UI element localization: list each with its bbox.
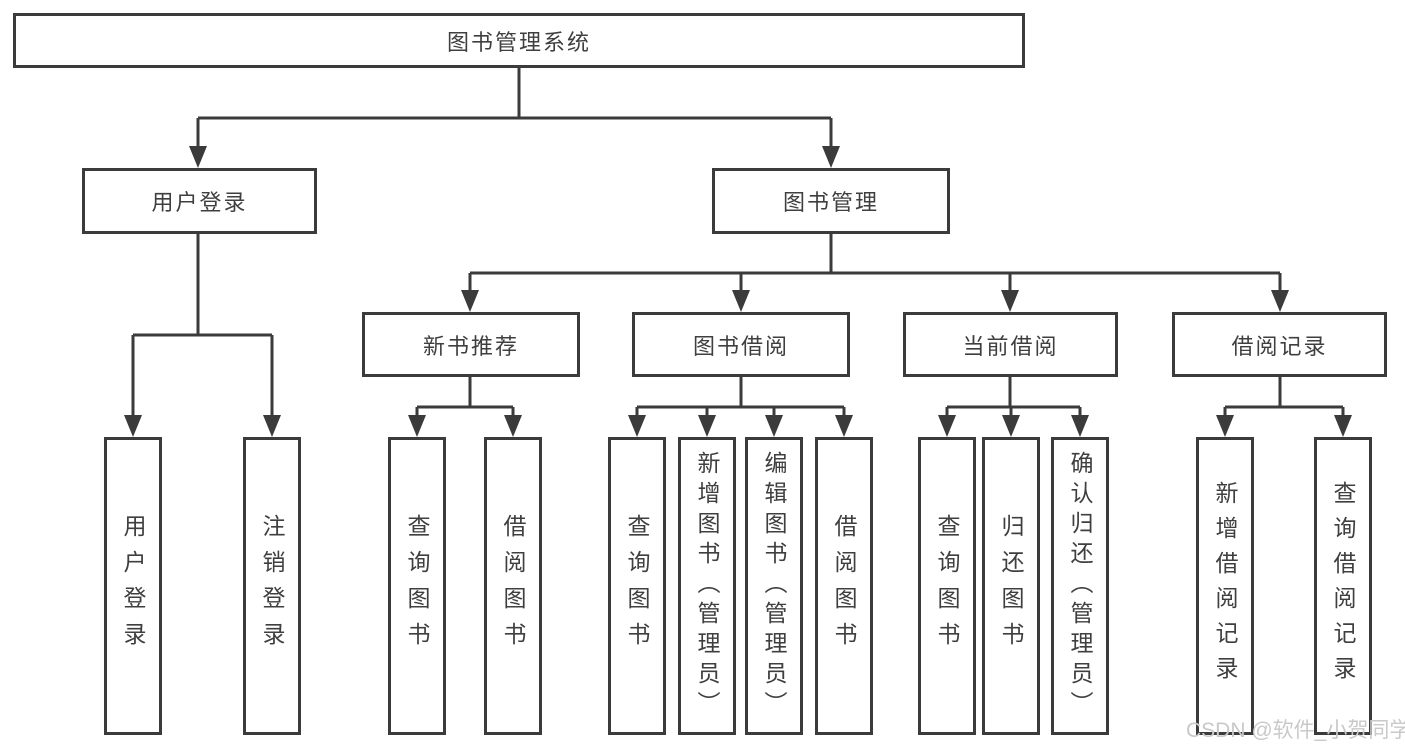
node-book-management: 图书管理 [712, 168, 950, 234]
arrow-down-icon [408, 415, 426, 437]
arrow-down-icon [822, 146, 840, 168]
node-new-books: 新书推荐 [362, 312, 580, 377]
leaf-user-login: 用户登录 [104, 437, 162, 735]
arrow-down-icon [124, 415, 142, 437]
arrow-down-icon [1334, 415, 1352, 437]
node-current-borrow: 当前借阅 [903, 312, 1118, 377]
node-book-borrow: 图书借阅 [632, 312, 850, 377]
arrow-down-icon [1071, 415, 1089, 437]
leaf-borrow-borrow: 借阅图书 [815, 437, 873, 735]
leaf-logout: 注销登录 [243, 437, 301, 735]
leaf-current-return: 归还图书 [982, 437, 1040, 735]
leaf-newbooks-borrow: 借阅图书 [484, 437, 542, 735]
node-user-login: 用户登录 [82, 168, 317, 234]
leaf-records-query: 查询借阅记录 [1314, 437, 1372, 735]
csdn-watermark: CSDN @软件_小贺同学 [1186, 719, 1405, 742]
arrow-down-icon [189, 146, 207, 168]
arrow-down-icon [1271, 290, 1289, 312]
leaf-records-add: 新增借阅记录 [1196, 437, 1254, 735]
arrow-down-icon [1216, 415, 1234, 437]
leaf-borrow-edit-admin: 编辑图书（管理员） [745, 437, 803, 735]
leaf-current-confirm-admin: 确认归还（管理员） [1051, 437, 1109, 735]
arrow-down-icon [1001, 290, 1019, 312]
leaf-borrow-query: 查询图书 [608, 437, 666, 735]
arrow-down-icon [504, 415, 522, 437]
arrow-down-icon [1002, 415, 1020, 437]
arrow-down-icon [938, 415, 956, 437]
leaf-newbooks-query: 查询图书 [388, 437, 446, 735]
leaf-borrow-add-admin: 新增图书（管理员） [678, 437, 736, 735]
arrow-down-icon [263, 415, 281, 437]
arrow-down-icon [698, 415, 716, 437]
arrow-down-icon [461, 290, 479, 312]
arrow-down-icon [835, 415, 853, 437]
leaf-current-query: 查询图书 [918, 437, 976, 735]
arrow-down-icon [628, 415, 646, 437]
arrow-down-icon [732, 290, 750, 312]
arrow-down-icon [765, 415, 783, 437]
node-borrow-records: 借阅记录 [1172, 312, 1387, 377]
node-root: 图书管理系统 [13, 13, 1025, 68]
